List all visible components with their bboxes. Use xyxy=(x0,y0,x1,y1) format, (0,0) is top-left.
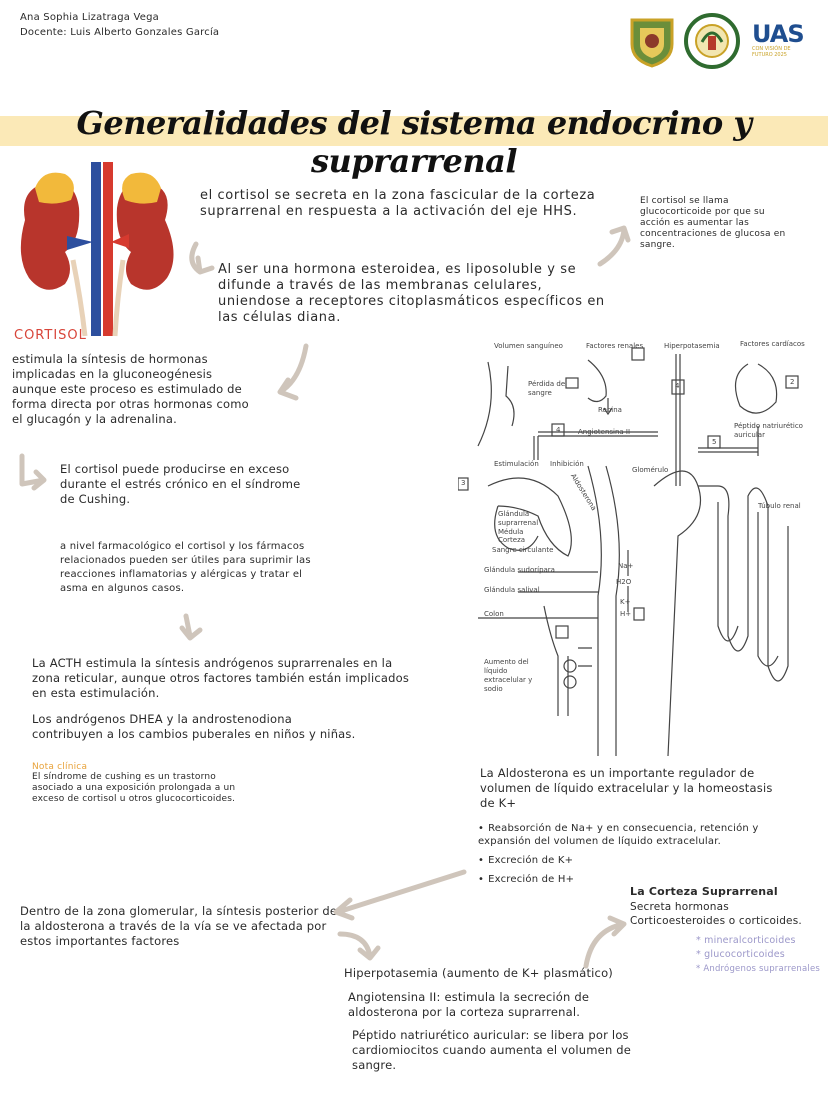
label-inhibicion: Inhibición xyxy=(550,460,584,468)
cortisol-secretion-text: el cortisol se secreta en la zona fascic… xyxy=(200,188,596,219)
label-corteza: Corteza xyxy=(498,536,526,544)
label-salival: Glándula salival xyxy=(484,586,540,594)
aldosterone-diagram: Volumen sanguíneo Factores renales Hiper… xyxy=(458,336,818,760)
corteza-list: * mineralcorticoides * glucocorticoides … xyxy=(696,934,826,976)
acth-text: La ACTH estimula la síntesis andrógenos … xyxy=(32,656,410,700)
nota-clinica-label: Nota clínica xyxy=(32,762,88,772)
peptido-text: Péptido natriurético auricular: se liber… xyxy=(352,1028,632,1072)
aldosterona-text: La Aldosterona es un importante regulado… xyxy=(480,766,773,810)
label-na: Na+ xyxy=(618,562,634,570)
label-k: K+ xyxy=(620,598,631,606)
label-renina: Renina xyxy=(598,406,622,414)
curved-arrow-icon xyxy=(583,915,627,969)
label-angiotensina: Angiotensina II xyxy=(578,428,631,436)
aldosterona-list: Reabsorción de Na+ y en consecuencia, re… xyxy=(478,822,798,892)
label-perdida: Pérdida de sangre xyxy=(528,380,566,397)
hiperpotasemia-text: Hiperpotasemia (aumento de K+ plasmático… xyxy=(344,966,613,980)
label-factores-renales: Factores renales xyxy=(586,342,644,350)
faculty-seal-icon xyxy=(684,13,740,69)
corteza-title: La Corteza Suprarrenal xyxy=(630,885,778,898)
aldo-bullet: Excreción de K+ xyxy=(478,854,798,867)
label-medula: Médula xyxy=(498,528,524,536)
label-h: H+ xyxy=(620,610,632,618)
label-glandula: Glándula suprarrenal xyxy=(498,510,539,527)
corteza-item: * Andrógenos suprarrenales xyxy=(696,964,821,974)
aldo-bullet: Reabsorción de Na+ y en consecuencia, re… xyxy=(478,822,798,848)
nota-clinica-text: El síndrome de cushing es un trastorno a… xyxy=(32,772,236,804)
shield-logo-icon xyxy=(630,18,674,68)
title-highlight xyxy=(0,116,828,146)
label-peptido: Péptido natriurético auricular xyxy=(734,422,803,439)
label-volumen: Volumen sanguíneo xyxy=(494,342,563,350)
cushing-text: El cortisol puede producirse en exceso d… xyxy=(60,462,301,506)
label-colon: Colon xyxy=(484,610,504,618)
straight-arrow-icon xyxy=(333,869,467,921)
label-h2o: H2O xyxy=(616,578,632,586)
gluconeogenesis-text: estimula la síntesis de hormonas implica… xyxy=(12,352,249,426)
diagram-drawing xyxy=(458,347,799,757)
angiotensina-text: Angiotensina II: estimula la secreción d… xyxy=(348,990,590,1019)
liposoluble-text: Al ser una hormona esteroidea, es liposo… xyxy=(218,262,605,325)
androgenos-text: Los andrógenos DHEA y la androstenodiona… xyxy=(32,712,356,741)
label-factores-cardiacos: Factores cardíacos xyxy=(740,340,805,348)
uas-logo-subtext: CON VISIÓN DE FUTURO 2025 xyxy=(752,46,791,58)
curved-arrow-icon xyxy=(597,225,631,267)
farmacologico-text: a nivel farmacológico el cortisol y los … xyxy=(60,541,311,594)
curved-arrow-icon xyxy=(179,613,203,641)
curved-arrow-icon xyxy=(277,343,309,401)
label-glomerulo: Glomérulo xyxy=(632,466,669,474)
uas-logo-text: UAS xyxy=(752,20,805,48)
label-sangre: Sangre circulante xyxy=(492,546,554,554)
label-n5: 5 xyxy=(712,438,717,446)
label-sudoripara: Glándula sudorípara xyxy=(484,566,555,574)
glomerular-text: Dentro de la zona glomerular, la síntesi… xyxy=(20,904,338,948)
teacher-name: Docente: Luis Alberto Gonzales García xyxy=(20,27,220,38)
curved-arrow-icon xyxy=(189,241,215,275)
cortisol-label: CORTISOL xyxy=(14,328,87,343)
label-n4a: 4 xyxy=(556,426,561,434)
glucocorticoide-text: El cortisol se llama glucocorticoide por… xyxy=(640,196,786,250)
label-hiperpotasemia: Hiperpotasemia xyxy=(664,342,720,350)
uas-logo: UAS CON VISIÓN DE FUTURO 2025 xyxy=(752,22,816,58)
corteza-item: * glucocorticoides xyxy=(696,949,785,960)
corteza-item: * mineralcorticoides xyxy=(696,935,796,946)
corteza-text: Secreta hormonas Corticoesteroides o cor… xyxy=(630,901,802,927)
label-aumento: Aumento del líquido extracelular y sodio xyxy=(484,658,533,693)
author-name: Ana Sophia Lizatraga Vega xyxy=(20,12,159,23)
aldo-bullet: Excreción de H+ xyxy=(478,873,798,886)
label-estimulacion: Estimulación xyxy=(494,460,539,468)
label-tubulo: Túbulo renal xyxy=(758,502,801,510)
label-n4b: 4 xyxy=(675,382,680,390)
curved-arrow-icon xyxy=(337,931,381,961)
curved-arrow-icon xyxy=(19,453,47,491)
kidney-illustration-icon xyxy=(20,162,174,337)
page-title: Generalidades del sistema endocrino y su… xyxy=(76,104,753,180)
label-n2: 2 xyxy=(790,378,795,386)
label-n3: 3 xyxy=(461,479,466,487)
